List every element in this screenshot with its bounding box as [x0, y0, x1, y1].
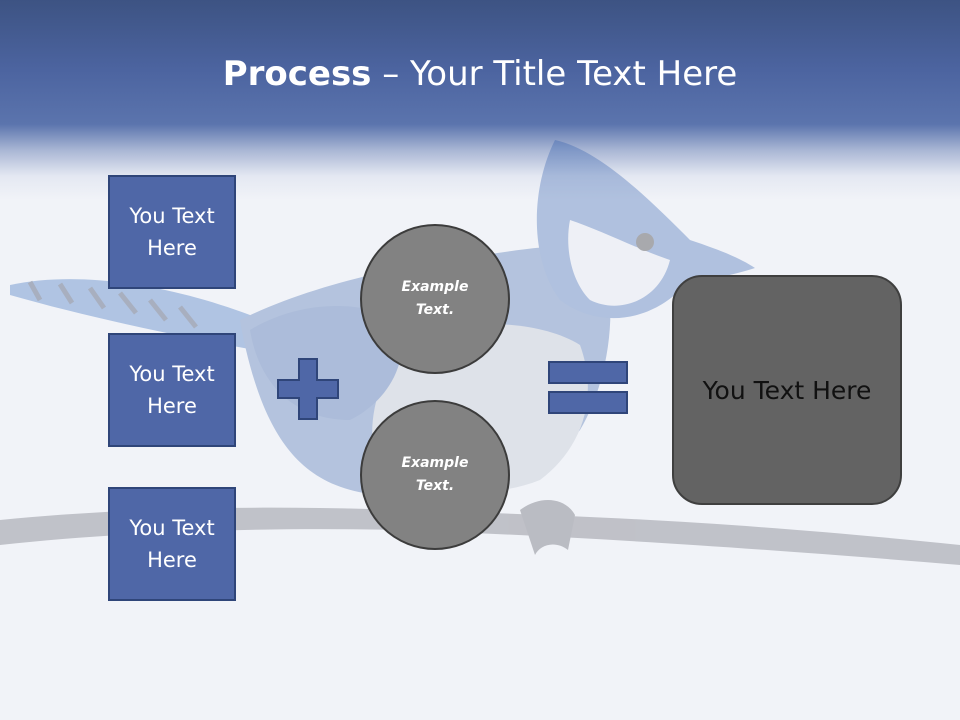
text-box-2-label: You Text Here	[129, 362, 215, 418]
example-circle-1-label: Example Text.	[401, 279, 469, 318]
text-box-3: You Text Here	[108, 487, 236, 601]
example-circle-2: Example Text.	[360, 400, 510, 550]
example-circle-2-label: Example Text.	[401, 455, 469, 494]
title-bold: Process	[222, 54, 372, 94]
example-circle-1: Example Text.	[360, 224, 510, 374]
text-box-3-label: You Text Here	[129, 516, 215, 572]
page-title: Process – Your Title Text Here	[0, 52, 960, 96]
text-box-1: You Text Here	[108, 175, 236, 289]
plus-icon	[277, 358, 339, 420]
equals-icon	[548, 361, 628, 414]
title-rest: – Your Title Text Here	[371, 54, 738, 94]
text-box-2: You Text Here	[108, 333, 236, 447]
result-box-label: You Text Here	[702, 375, 872, 405]
result-box: You Text Here	[672, 275, 902, 505]
header-band	[0, 0, 960, 200]
text-box-1-label: You Text Here	[129, 204, 215, 260]
